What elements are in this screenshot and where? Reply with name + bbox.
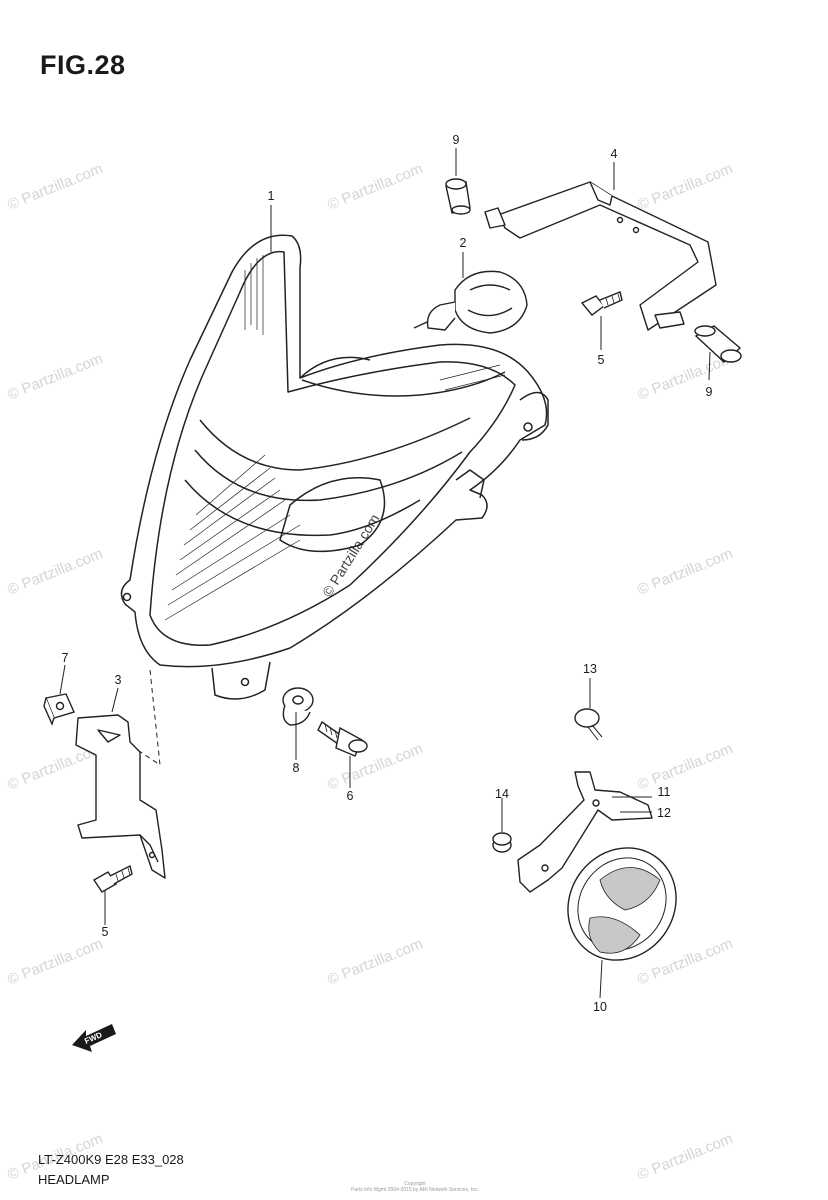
watermarks: © Partzilla.com © Partzilla.com © Partzi… bbox=[5, 160, 735, 1184]
bolt-lower bbox=[93, 864, 133, 893]
copyright-text: Parts Info Mgmt 2004-2015 by ARI Network… bbox=[351, 1187, 479, 1193]
figure-name: HEADLAMP bbox=[38, 1172, 110, 1187]
leader-lines bbox=[59, 148, 711, 999]
reflector bbox=[567, 847, 677, 961]
watermark: © Partzilla.com bbox=[5, 350, 105, 404]
watermark: © Partzilla.com bbox=[5, 160, 105, 214]
copyright-notice: Copyright Parts Info Mgmt 2004-2015 by A… bbox=[350, 1181, 480, 1193]
copyright-label: Copyright bbox=[404, 1181, 426, 1187]
grommet-lower bbox=[694, 325, 742, 363]
watermark: © Partzilla.com bbox=[5, 545, 105, 599]
forward-arrow-icon: FWD bbox=[72, 1024, 116, 1052]
bolt-upper bbox=[580, 291, 623, 316]
watermark: © Partzilla.com bbox=[325, 935, 425, 989]
callout-14: 14 bbox=[495, 787, 509, 801]
reflector-nut bbox=[492, 832, 512, 853]
spacer bbox=[282, 687, 314, 726]
model-code: LT-Z400K9 E28 E33_028 bbox=[38, 1152, 184, 1167]
watermark: © Partzilla.com bbox=[635, 1130, 735, 1184]
callout-9: 9 bbox=[706, 385, 713, 399]
watermark: © Partzilla.com bbox=[635, 160, 735, 214]
callout-4: 4 bbox=[611, 147, 618, 161]
reflector-bracket bbox=[517, 771, 653, 893]
figure-title: FIG.28 bbox=[40, 50, 126, 80]
callout-2: 2 bbox=[460, 236, 467, 250]
headlamp-housing bbox=[120, 234, 549, 766]
reflector-screw bbox=[574, 708, 603, 741]
headlamp-stay bbox=[75, 714, 166, 879]
callout-13: 13 bbox=[583, 662, 597, 676]
callout-7: 7 bbox=[62, 651, 69, 665]
watermark: © Partzilla.com bbox=[635, 740, 735, 794]
headlamp-bracket bbox=[484, 181, 717, 331]
callout-5: 5 bbox=[102, 925, 109, 939]
nut bbox=[43, 693, 75, 726]
watermark: © Partzilla.com bbox=[325, 160, 425, 214]
callout-8: 8 bbox=[293, 761, 300, 775]
callout-10: 10 bbox=[593, 1000, 607, 1014]
callout-9: 9 bbox=[453, 133, 460, 147]
screw bbox=[317, 720, 368, 757]
callout-6: 6 bbox=[347, 789, 354, 803]
callout-5: 5 bbox=[598, 353, 605, 367]
callouts: 1 2 3 4 5 5 6 7 8 9 9 10 11 12 13 14 bbox=[62, 133, 713, 1014]
callout-11: 11 bbox=[658, 785, 671, 799]
callout-3: 3 bbox=[115, 673, 122, 687]
watermark: © Partzilla.com bbox=[5, 935, 105, 989]
callout-1: 1 bbox=[268, 189, 275, 203]
callout-12: 12 bbox=[657, 806, 671, 820]
watermark: © Partzilla.com bbox=[319, 511, 383, 599]
watermark: © Partzilla.com bbox=[635, 545, 735, 599]
headlamp-bulb bbox=[413, 270, 528, 334]
grommet-upper bbox=[445, 178, 471, 215]
